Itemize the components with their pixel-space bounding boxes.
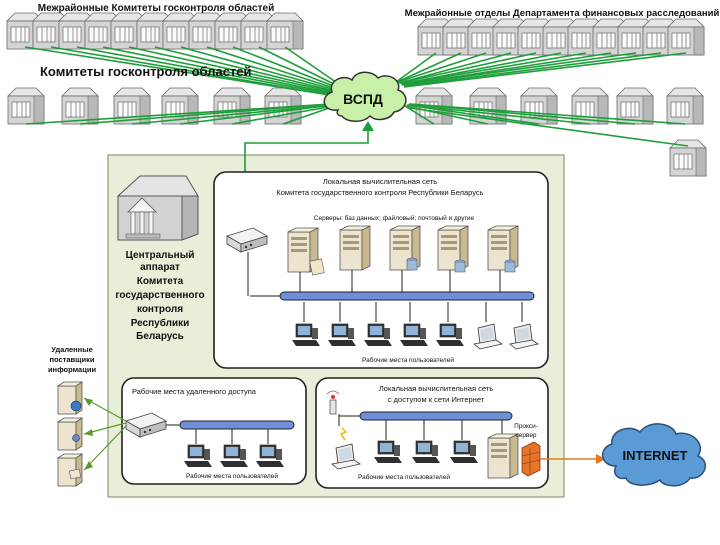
firewall-icon bbox=[521, 441, 541, 477]
building-icon bbox=[667, 18, 705, 56]
building-icon bbox=[7, 87, 45, 125]
main-lan-bus bbox=[247, 252, 523, 322]
building-icon bbox=[666, 87, 704, 125]
internet-workstations-caption: Рабочие места пользователей bbox=[358, 473, 450, 481]
provider-links bbox=[83, 397, 127, 471]
svg-text:контроля: контроля bbox=[137, 304, 183, 315]
user-icon bbox=[72, 434, 80, 442]
remote-workstations-caption: Рабочие места пользователей bbox=[186, 472, 278, 480]
svg-text:Центральный: Центральный bbox=[126, 250, 195, 261]
remote-bus bbox=[166, 424, 269, 444]
providers-label: Удаленные поставщики информации bbox=[48, 345, 97, 374]
svg-text:Беларусь: Беларусь bbox=[136, 331, 184, 342]
central-office-label: Центральный аппарат Комитета государстве… bbox=[115, 250, 204, 342]
svg-text:Республики: Республики bbox=[131, 317, 190, 329]
document-icon bbox=[68, 468, 82, 480]
proxy-label-line1: Прокси- bbox=[514, 423, 538, 430]
top-right-buildings bbox=[417, 18, 705, 56]
remote-access-title: Рабочие места удаленного доступа bbox=[132, 387, 257, 396]
central-office-building-icon bbox=[116, 175, 199, 241]
svg-text:поставщики: поставщики bbox=[50, 355, 95, 364]
vspd-cloud: ВСПД bbox=[323, 71, 407, 122]
servers-caption: Серверы: баз данных; файловый; почтовый … bbox=[314, 214, 475, 222]
building-icon bbox=[61, 87, 99, 125]
server-icon bbox=[339, 225, 371, 271]
top-right-title: Межрайонные отделы Департамента финансов… bbox=[405, 8, 720, 19]
main-lan-title-line2: Комитета государственного контроля Респу… bbox=[276, 188, 483, 197]
internet-lan-title-line1: Локальная вычислительная сеть bbox=[379, 384, 493, 393]
proxy-label-line2: сервер bbox=[515, 432, 536, 439]
server-icon bbox=[57, 417, 83, 451]
svg-text:Удаленные: Удаленные bbox=[51, 345, 93, 354]
servers-group bbox=[287, 225, 519, 276]
wireless-signal-icon bbox=[339, 427, 348, 441]
top-left-buildings bbox=[6, 12, 304, 50]
vspd-links bbox=[24, 46, 689, 147]
remote-workstations bbox=[183, 444, 285, 468]
proxy-server-icon bbox=[487, 433, 519, 479]
internet-label: INTERNET bbox=[623, 448, 688, 463]
globe-icon bbox=[70, 400, 82, 412]
provider-servers bbox=[57, 381, 83, 487]
internet-cloud: INTERNET bbox=[602, 423, 707, 487]
svg-text:информации: информации bbox=[48, 365, 97, 374]
internet-lan-bus bbox=[338, 414, 503, 440]
svg-text:аппарат: аппарат bbox=[140, 262, 180, 273]
wifi-access-point-icon bbox=[326, 390, 340, 415]
top-left-title: Межрайонные Комитеты госконтроля областе… bbox=[38, 2, 274, 14]
building-icon bbox=[266, 12, 304, 50]
internet-lan-title-line2: с доступом к сети Интернет bbox=[388, 395, 485, 404]
main-workstations-caption: Рабочие места пользователей bbox=[362, 356, 454, 364]
vspd-label: ВСПД bbox=[343, 91, 383, 107]
svg-text:Комитета: Комитета bbox=[137, 276, 184, 287]
internet-workstations bbox=[373, 440, 479, 464]
svg-text:государственного: государственного bbox=[115, 290, 204, 301]
main-lan-title-line1: Локальная вычислительная сеть bbox=[323, 177, 437, 186]
regions-title: Комитеты госконтроля областей bbox=[40, 64, 252, 79]
internet-link bbox=[540, 454, 606, 464]
main-lan-box bbox=[213, 171, 549, 369]
building-icon bbox=[616, 87, 654, 125]
